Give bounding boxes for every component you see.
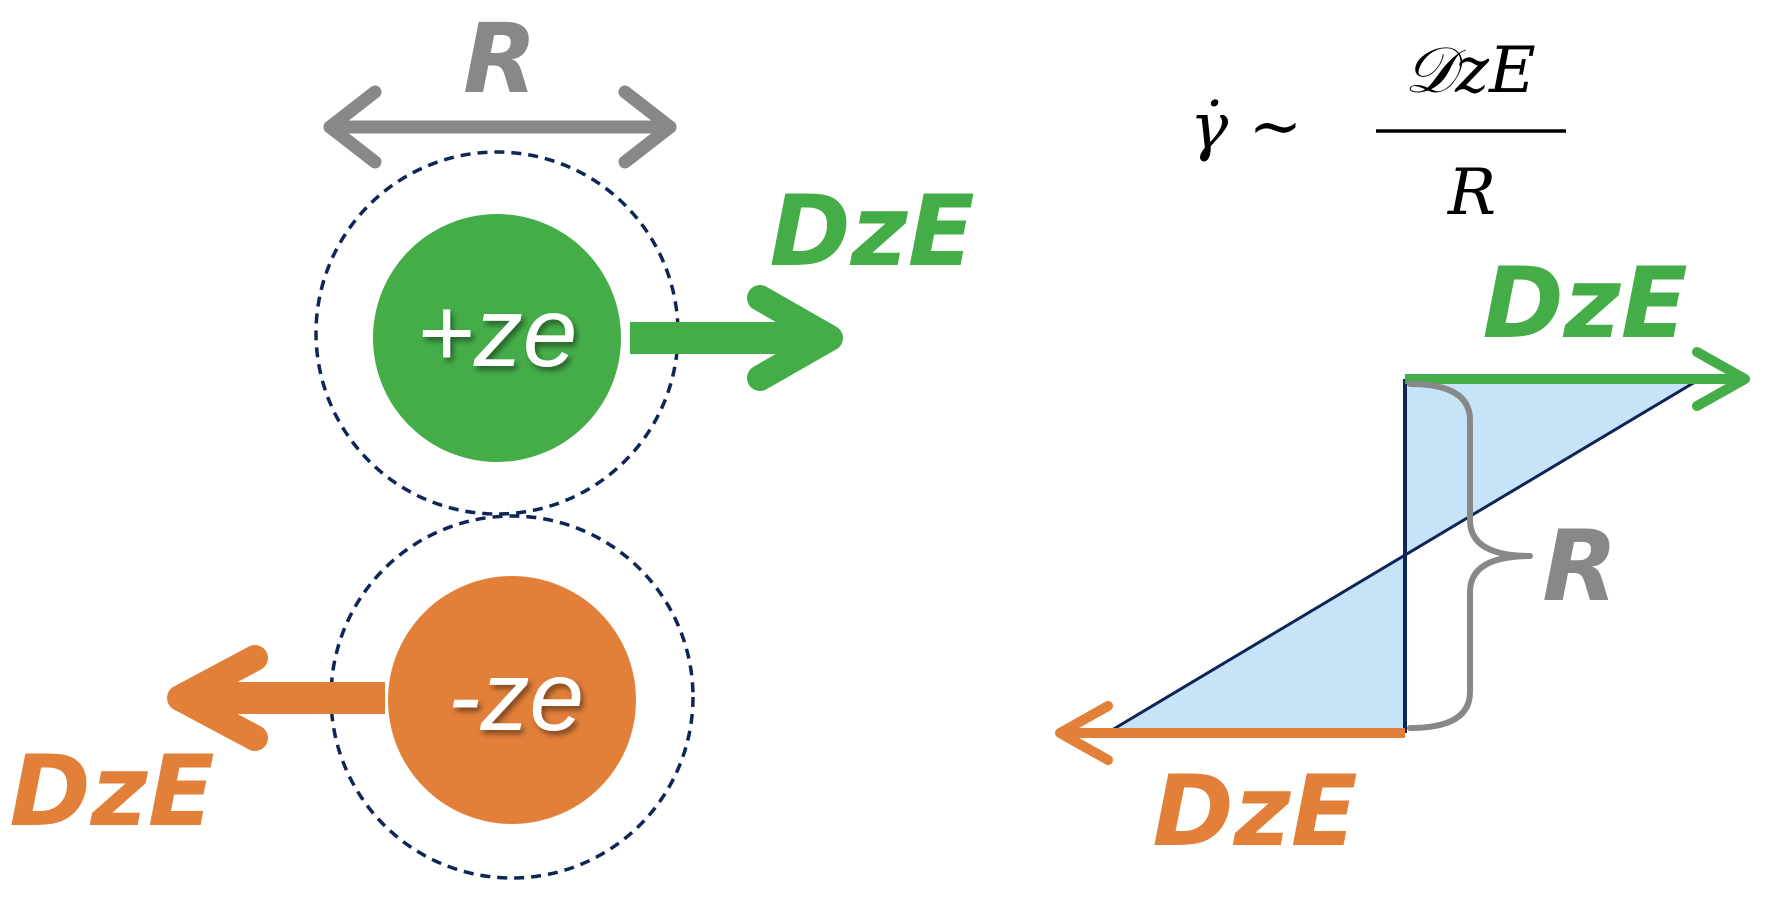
bottom-velocity-arrow: [1055, 701, 1405, 765]
gap-label: R: [1542, 510, 1617, 624]
positive-ion: [373, 214, 621, 462]
bottom-force-label: DzE: [1152, 755, 1357, 869]
size-arrow: [323, 85, 677, 169]
top-force-label: DzE: [1482, 247, 1687, 361]
formula-denominator: R: [1447, 156, 1496, 230]
gap-brace: [1407, 381, 1533, 731]
positive-force-arrow: [630, 285, 843, 391]
positive-force-label: DzE: [769, 175, 974, 289]
positive-charge-label: +ze: [417, 277, 578, 387]
formula-numerator: 𝒟zE: [1404, 34, 1536, 108]
top-velocity-arrow: [1405, 347, 1750, 411]
negative-ion: [388, 576, 636, 824]
formula-lhs: γ̇ ∼: [1190, 90, 1302, 164]
negative-force-label: DzE: [9, 735, 214, 849]
shear-rate-formula: γ̇ ∼ 𝒟zE R: [1190, 34, 1566, 230]
negative-charge-label: -ze: [448, 641, 584, 751]
size-label: R: [463, 3, 537, 115]
negative-force-arrow: [167, 645, 385, 751]
